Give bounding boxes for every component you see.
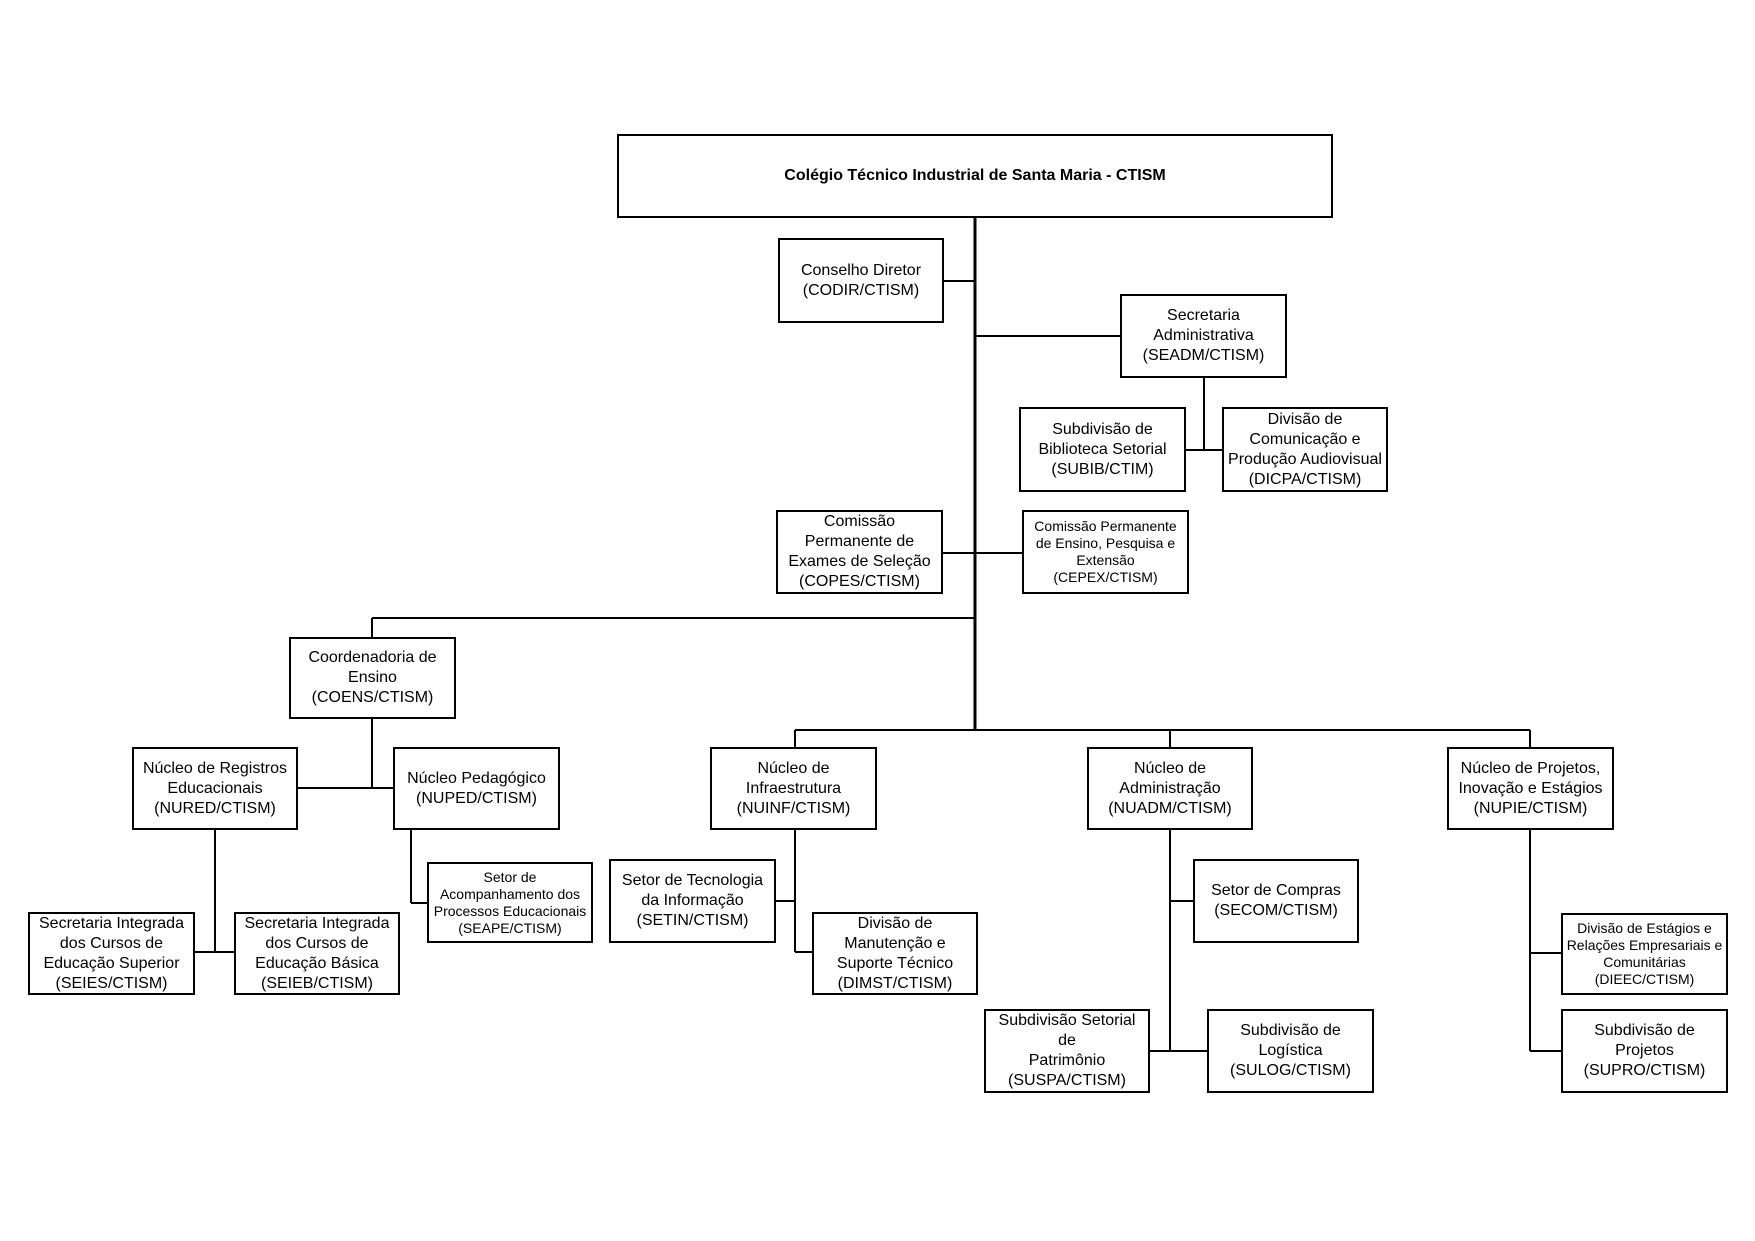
node-copes-label: Comissão Permanente de Exames de Seleção…: [788, 513, 931, 590]
node-codir: Conselho Diretor (CODIR/CTISM): [778, 238, 944, 323]
node-sulog-label: Subdivisão de Logística (SULOG/CTISM): [1230, 1022, 1351, 1079]
node-dieec: Divisão de Estágios e Relações Empresari…: [1561, 913, 1728, 995]
node-supro-label: Subdivisão de Projetos (SUPRO/CTISM): [1583, 1022, 1706, 1079]
node-dicpa: Divisão de Comunicação e Produção Audiov…: [1222, 407, 1388, 492]
node-subib-label: Subdivisão de Biblioteca Setorial (SUBIB…: [1038, 420, 1167, 478]
node-dimst: Divisão de Manutenção e Suporte Técnico …: [812, 912, 978, 995]
node-seape: Setor de Acompanhamento dos Processos Ed…: [427, 862, 593, 943]
node-seadm: Secretaria Administrativa (SEADM/CTISM): [1120, 294, 1287, 378]
node-nuadm: Núcleo de Administração (NUADM/CTISM): [1087, 747, 1253, 830]
node-nupie-label: Núcleo de Projetos, Inovação e Estágios …: [1458, 759, 1603, 817]
node-nupie: Núcleo de Projetos, Inovação e Estágios …: [1447, 747, 1614, 830]
node-seape-label: Setor de Acompanhamento dos Processos Ed…: [433, 868, 587, 936]
node-seieb: Secretaria Integrada dos Cursos de Educa…: [234, 912, 400, 995]
node-coens-label: Coordenadoria de Ensino (COENS/CTISM): [308, 649, 437, 706]
node-suspa: Subdivisão Setorial de Patrimônio (SUSPA…: [984, 1009, 1150, 1093]
node-setin: Setor de Tecnologia da Informação (SETIN…: [609, 859, 776, 943]
node-nured-label: Núcleo de Registros Educacionais (NURED/…: [142, 759, 288, 817]
node-dieec-label: Divisão de Estágios e Relações Empresari…: [1566, 920, 1723, 987]
node-subib: Subdivisão de Biblioteca Setorial (SUBIB…: [1019, 407, 1186, 492]
node-seieb-label: Secretaria Integrada dos Cursos de Educa…: [244, 914, 390, 992]
node-ctism: Colégio Técnico Industrial de Santa Mari…: [617, 134, 1333, 218]
node-nuped-label: Núcleo Pedagógico (NUPED/CTISM): [407, 769, 546, 807]
node-cepex-label: Comissão Permanente de Ensino, Pesquisa …: [1034, 518, 1177, 585]
node-codir-label: Conselho Diretor (CODIR/CTISM): [800, 261, 922, 299]
node-sulog: Subdivisão de Logística (SULOG/CTISM): [1207, 1009, 1374, 1093]
node-setin-label: Setor de Tecnologia da Informação (SETIN…: [621, 872, 764, 929]
node-cepex: Comissão Permanente de Ensino, Pesquisa …: [1022, 510, 1189, 594]
node-nuinf-label: Núcleo de Infraestrutura (NUINF/CTISM): [736, 759, 851, 817]
node-copes: Comissão Permanente de Exames de Seleção…: [776, 510, 943, 594]
node-dicpa-label: Divisão de Comunicação e Produção Audiov…: [1228, 410, 1382, 488]
node-nuadm-label: Núcleo de Administração (NUADM/CTISM): [1108, 759, 1232, 817]
node-seies: Secretaria Integrada dos Cursos de Educa…: [28, 912, 195, 995]
node-secom-label: Setor de Compras (SECOM/CTISM): [1211, 882, 1341, 919]
node-supro: Subdivisão de Projetos (SUPRO/CTISM): [1561, 1009, 1728, 1093]
node-nuped: Núcleo Pedagógico (NUPED/CTISM): [393, 747, 560, 830]
node-seies-label: Secretaria Integrada dos Cursos de Educa…: [39, 914, 184, 992]
node-secom: Setor de Compras (SECOM/CTISM): [1193, 859, 1359, 943]
node-nuinf: Núcleo de Infraestrutura (NUINF/CTISM): [710, 747, 877, 830]
node-nured: Núcleo de Registros Educacionais (NURED/…: [132, 747, 298, 830]
node-suspa-label: Subdivisão Setorial de Patrimônio (SUSPA…: [998, 1012, 1136, 1089]
node-dimst-label: Divisão de Manutenção e Suporte Técnico …: [836, 914, 954, 992]
node-seadm-label: Secretaria Administrativa (SEADM/CTISM): [1142, 307, 1265, 364]
node-coens: Coordenadoria de Ensino (COENS/CTISM): [289, 637, 456, 719]
node-ctism-label: Colégio Técnico Industrial de Santa Mari…: [784, 167, 1166, 184]
